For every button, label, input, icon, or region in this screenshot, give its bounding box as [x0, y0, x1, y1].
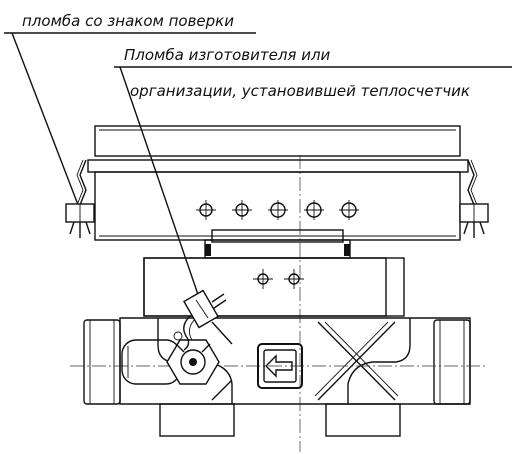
manufacturer-seal [173, 289, 227, 351]
manufacturer-seal-label-line2: организации, установившей теплосчетчик [130, 82, 470, 100]
callout-manufacturer-seal: Пломба изготовителя или организации, уст… [114, 46, 512, 316]
left-thread [83, 319, 121, 405]
left-foot [159, 403, 235, 437]
right-thread [433, 319, 471, 405]
right-lid-seal [459, 159, 489, 238]
callout-verification-seal: пломба со знаком поверки [4, 12, 256, 211]
verification-seal-label: пломба со знаком поверки [22, 12, 234, 30]
right-foot [325, 403, 401, 437]
adapter-block [143, 257, 405, 317]
housing-holes [196, 200, 359, 220]
housing-lid [94, 125, 461, 157]
flow-direction-arrow-icon [257, 343, 303, 389]
right-cross-rib [317, 321, 396, 401]
verification-seal-leader [11, 32, 81, 211]
manufacturer-seal-label-line1: Пломба изготовителя или [124, 46, 331, 64]
adapter-body [143, 257, 405, 317]
manufacturer-seal-body [183, 289, 219, 329]
sensor-nut-icon [166, 339, 220, 385]
manufacturer-seal-leader [119, 66, 206, 316]
flow-body [70, 317, 488, 437]
housing-rim [87, 159, 469, 173]
calculator-housing [87, 125, 469, 241]
left-lid-seal [65, 159, 95, 238]
mounting-neck [204, 229, 351, 259]
